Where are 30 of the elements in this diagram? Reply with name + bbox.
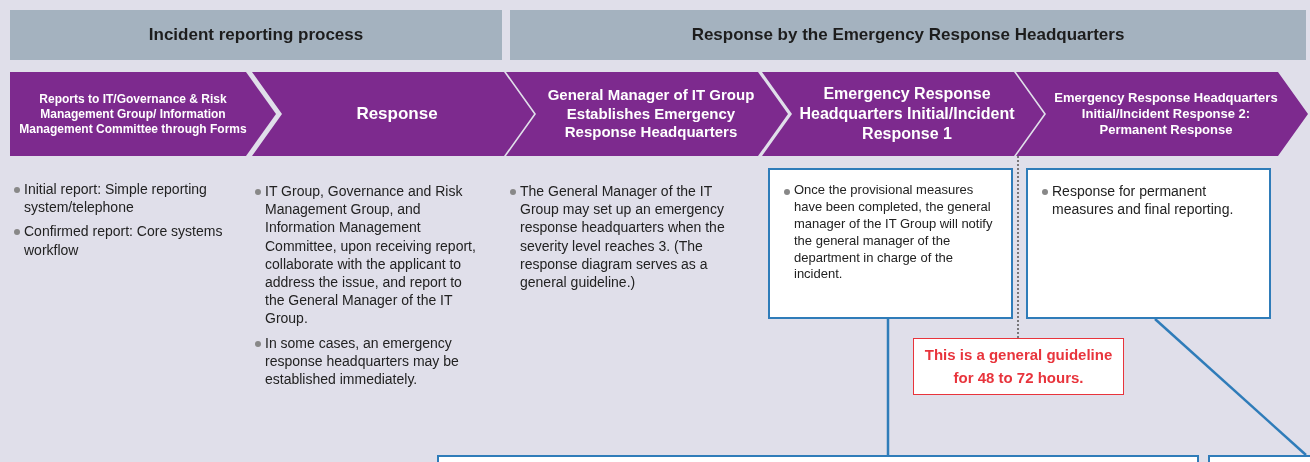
bullet-text: In some cases, an emergency response headquarters may be established immediately. xyxy=(253,333,478,389)
process-step-banner xyxy=(506,72,788,156)
bullet-text: IT Group, Governance and Risk Management Group, and Information Management Committee, upon receiving report, collaborate with the applicant to address the issue, and report to the General Manager of the IT Group. xyxy=(253,182,478,328)
bullet-text: Response for permanent measures and final reporting. xyxy=(1040,182,1259,219)
note-text: This is a general guideline for 48 to 72 hours. xyxy=(923,345,1114,388)
chevron-label: Emergency Response Headquarters Initial/Incident Response 1 xyxy=(798,84,1016,144)
text-card xyxy=(768,168,1013,319)
chevron-label: Emergency Response Headquarters Initial/Incident Response 2: Permanent Response xyxy=(1053,89,1279,139)
process-step-banner xyxy=(252,72,534,156)
bullet-text: The General Manager of the IT Group may set up an emergency response headquarters when the severity level reaches 3. (The response diagram serves as a general guideline.) xyxy=(508,182,748,292)
dotted-line xyxy=(1017,155,1019,339)
process-step-banner xyxy=(762,72,1044,156)
section-title: Incident reporting process xyxy=(148,25,364,45)
connector-line xyxy=(1154,318,1307,456)
bullet-text: Once the provisional measures have been completed, the general manager of the IT Group will notify the general manager of the department in charge of the incident. xyxy=(782,182,1001,284)
chevron-label: Reports to IT/Governance & Risk Management Group/ Information Management Committee through Forms xyxy=(18,91,248,137)
note-box xyxy=(913,338,1124,395)
section-title: Response by the Emergency Response Headquarters xyxy=(691,25,1125,45)
chevron-label: General Manager of IT Group Establishes Emergency Response Headquarters xyxy=(546,85,756,143)
connector-line xyxy=(886,319,890,455)
content-box xyxy=(1208,455,1310,462)
process-step-banner xyxy=(10,72,276,156)
section-header-bar xyxy=(510,10,1306,60)
bullet-text: Confirmed report: Core systems workflow xyxy=(12,222,227,259)
process-step-banner xyxy=(1016,72,1308,156)
text-card xyxy=(1026,168,1271,319)
section-header-bar xyxy=(10,10,502,60)
bullet-text: Initial report: Simple reporting system/telephone xyxy=(12,180,227,217)
content-box xyxy=(437,455,1199,462)
chevron-label: Response xyxy=(356,103,438,125)
